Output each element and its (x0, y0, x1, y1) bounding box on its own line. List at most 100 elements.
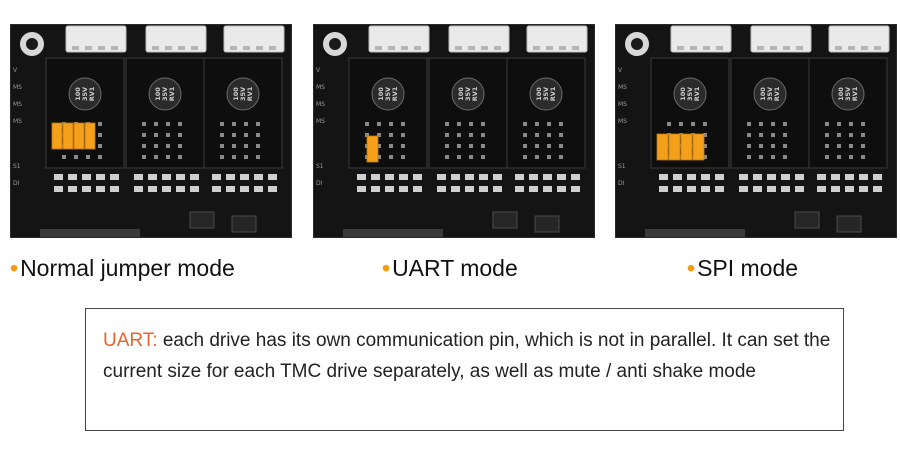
smd-component (831, 186, 840, 192)
jumper-cap (680, 133, 693, 161)
bottom-header (343, 229, 443, 237)
smd-component (543, 186, 552, 192)
header-pin (389, 133, 393, 137)
header-pin (535, 122, 539, 126)
header-pin (691, 122, 695, 126)
header-pin (559, 155, 563, 159)
header-pin (559, 144, 563, 148)
smd-component (465, 174, 474, 180)
connector-pin (230, 46, 237, 50)
header-pin (377, 155, 381, 159)
header-pin (849, 133, 853, 137)
smd-component (873, 174, 882, 180)
connector-pin (269, 46, 276, 50)
jumper-cap (84, 122, 96, 150)
header-pin (232, 155, 236, 159)
smd-component (54, 174, 63, 180)
smd-component (465, 186, 474, 192)
smd-component (659, 186, 668, 192)
header-pin (256, 155, 260, 159)
capacitor-marking: RV1 (246, 86, 254, 101)
header-pin (771, 155, 775, 159)
header-pin (747, 133, 751, 137)
header-pin (825, 155, 829, 159)
header-pin (861, 133, 865, 137)
smd-component (753, 174, 762, 180)
ic-chip (189, 211, 215, 229)
header-pin (481, 122, 485, 126)
header-pin (703, 155, 707, 159)
smd-component (226, 186, 235, 192)
header-pin (861, 144, 865, 148)
driver-socket (203, 57, 283, 169)
side-silkscreen-label: S1 (618, 163, 626, 170)
capacitor-marking: 100 (74, 87, 82, 101)
header-pin (389, 155, 393, 159)
header-pin (401, 122, 405, 126)
capacitor (529, 77, 563, 111)
header-pin (825, 133, 829, 137)
smd-component (493, 186, 502, 192)
capacitor-marking: 35V (81, 87, 89, 101)
smd-component (399, 186, 408, 192)
connector-pin (559, 46, 566, 50)
smd-component (767, 174, 776, 180)
bottom-header (40, 229, 140, 237)
header-pin (771, 133, 775, 137)
bullet-icon: • (10, 255, 19, 281)
header-pin (747, 155, 751, 159)
smd-component (571, 174, 580, 180)
smd-component (68, 186, 77, 192)
driver-socket (808, 57, 888, 169)
capacitor-marking: 35V (766, 87, 774, 101)
connector-pin (848, 46, 855, 50)
capacitor (371, 77, 405, 111)
smd-component (859, 186, 868, 192)
smd-component (437, 174, 446, 180)
caption-uart-mode: •UART mode (382, 255, 518, 281)
smd-component (110, 174, 119, 180)
smd-component (413, 186, 422, 192)
header-pin (445, 155, 449, 159)
header-pin (523, 122, 527, 126)
header-pin (401, 144, 405, 148)
header-pin (457, 122, 461, 126)
connector-pin (716, 46, 723, 50)
smd-component (493, 174, 502, 180)
smd-component (817, 186, 826, 192)
connector-pin (98, 46, 105, 50)
smd-component (659, 174, 668, 180)
header-pin (98, 144, 102, 148)
header-pin (232, 122, 236, 126)
header-pin (783, 133, 787, 137)
smd-component (371, 186, 380, 192)
capacitor-marking: 35V (239, 87, 247, 101)
header-pin (389, 122, 393, 126)
connector-pin (178, 46, 185, 50)
header-pin (142, 133, 146, 137)
connector-pin (191, 46, 198, 50)
header-pin (401, 133, 405, 137)
jumper-cap (73, 122, 85, 150)
header-pin (220, 155, 224, 159)
header-pin (759, 155, 763, 159)
smd-component (385, 174, 394, 180)
capacitor (451, 77, 485, 111)
smd-component (515, 174, 524, 180)
header-pin (861, 122, 865, 126)
motor-connector (750, 25, 812, 53)
smd-component (212, 174, 221, 180)
connector-pin (677, 46, 684, 50)
smd-component (479, 186, 488, 192)
capacitor-marking: RV1 (88, 86, 96, 101)
header-pin (232, 133, 236, 137)
header-pin (457, 133, 461, 137)
smd-component (176, 186, 185, 192)
header-pin (244, 133, 248, 137)
smd-component (54, 186, 63, 192)
connector-pin (796, 46, 803, 50)
smd-component (148, 186, 157, 192)
capacitor-marking: RV1 (851, 86, 859, 101)
smd-component (831, 174, 840, 180)
